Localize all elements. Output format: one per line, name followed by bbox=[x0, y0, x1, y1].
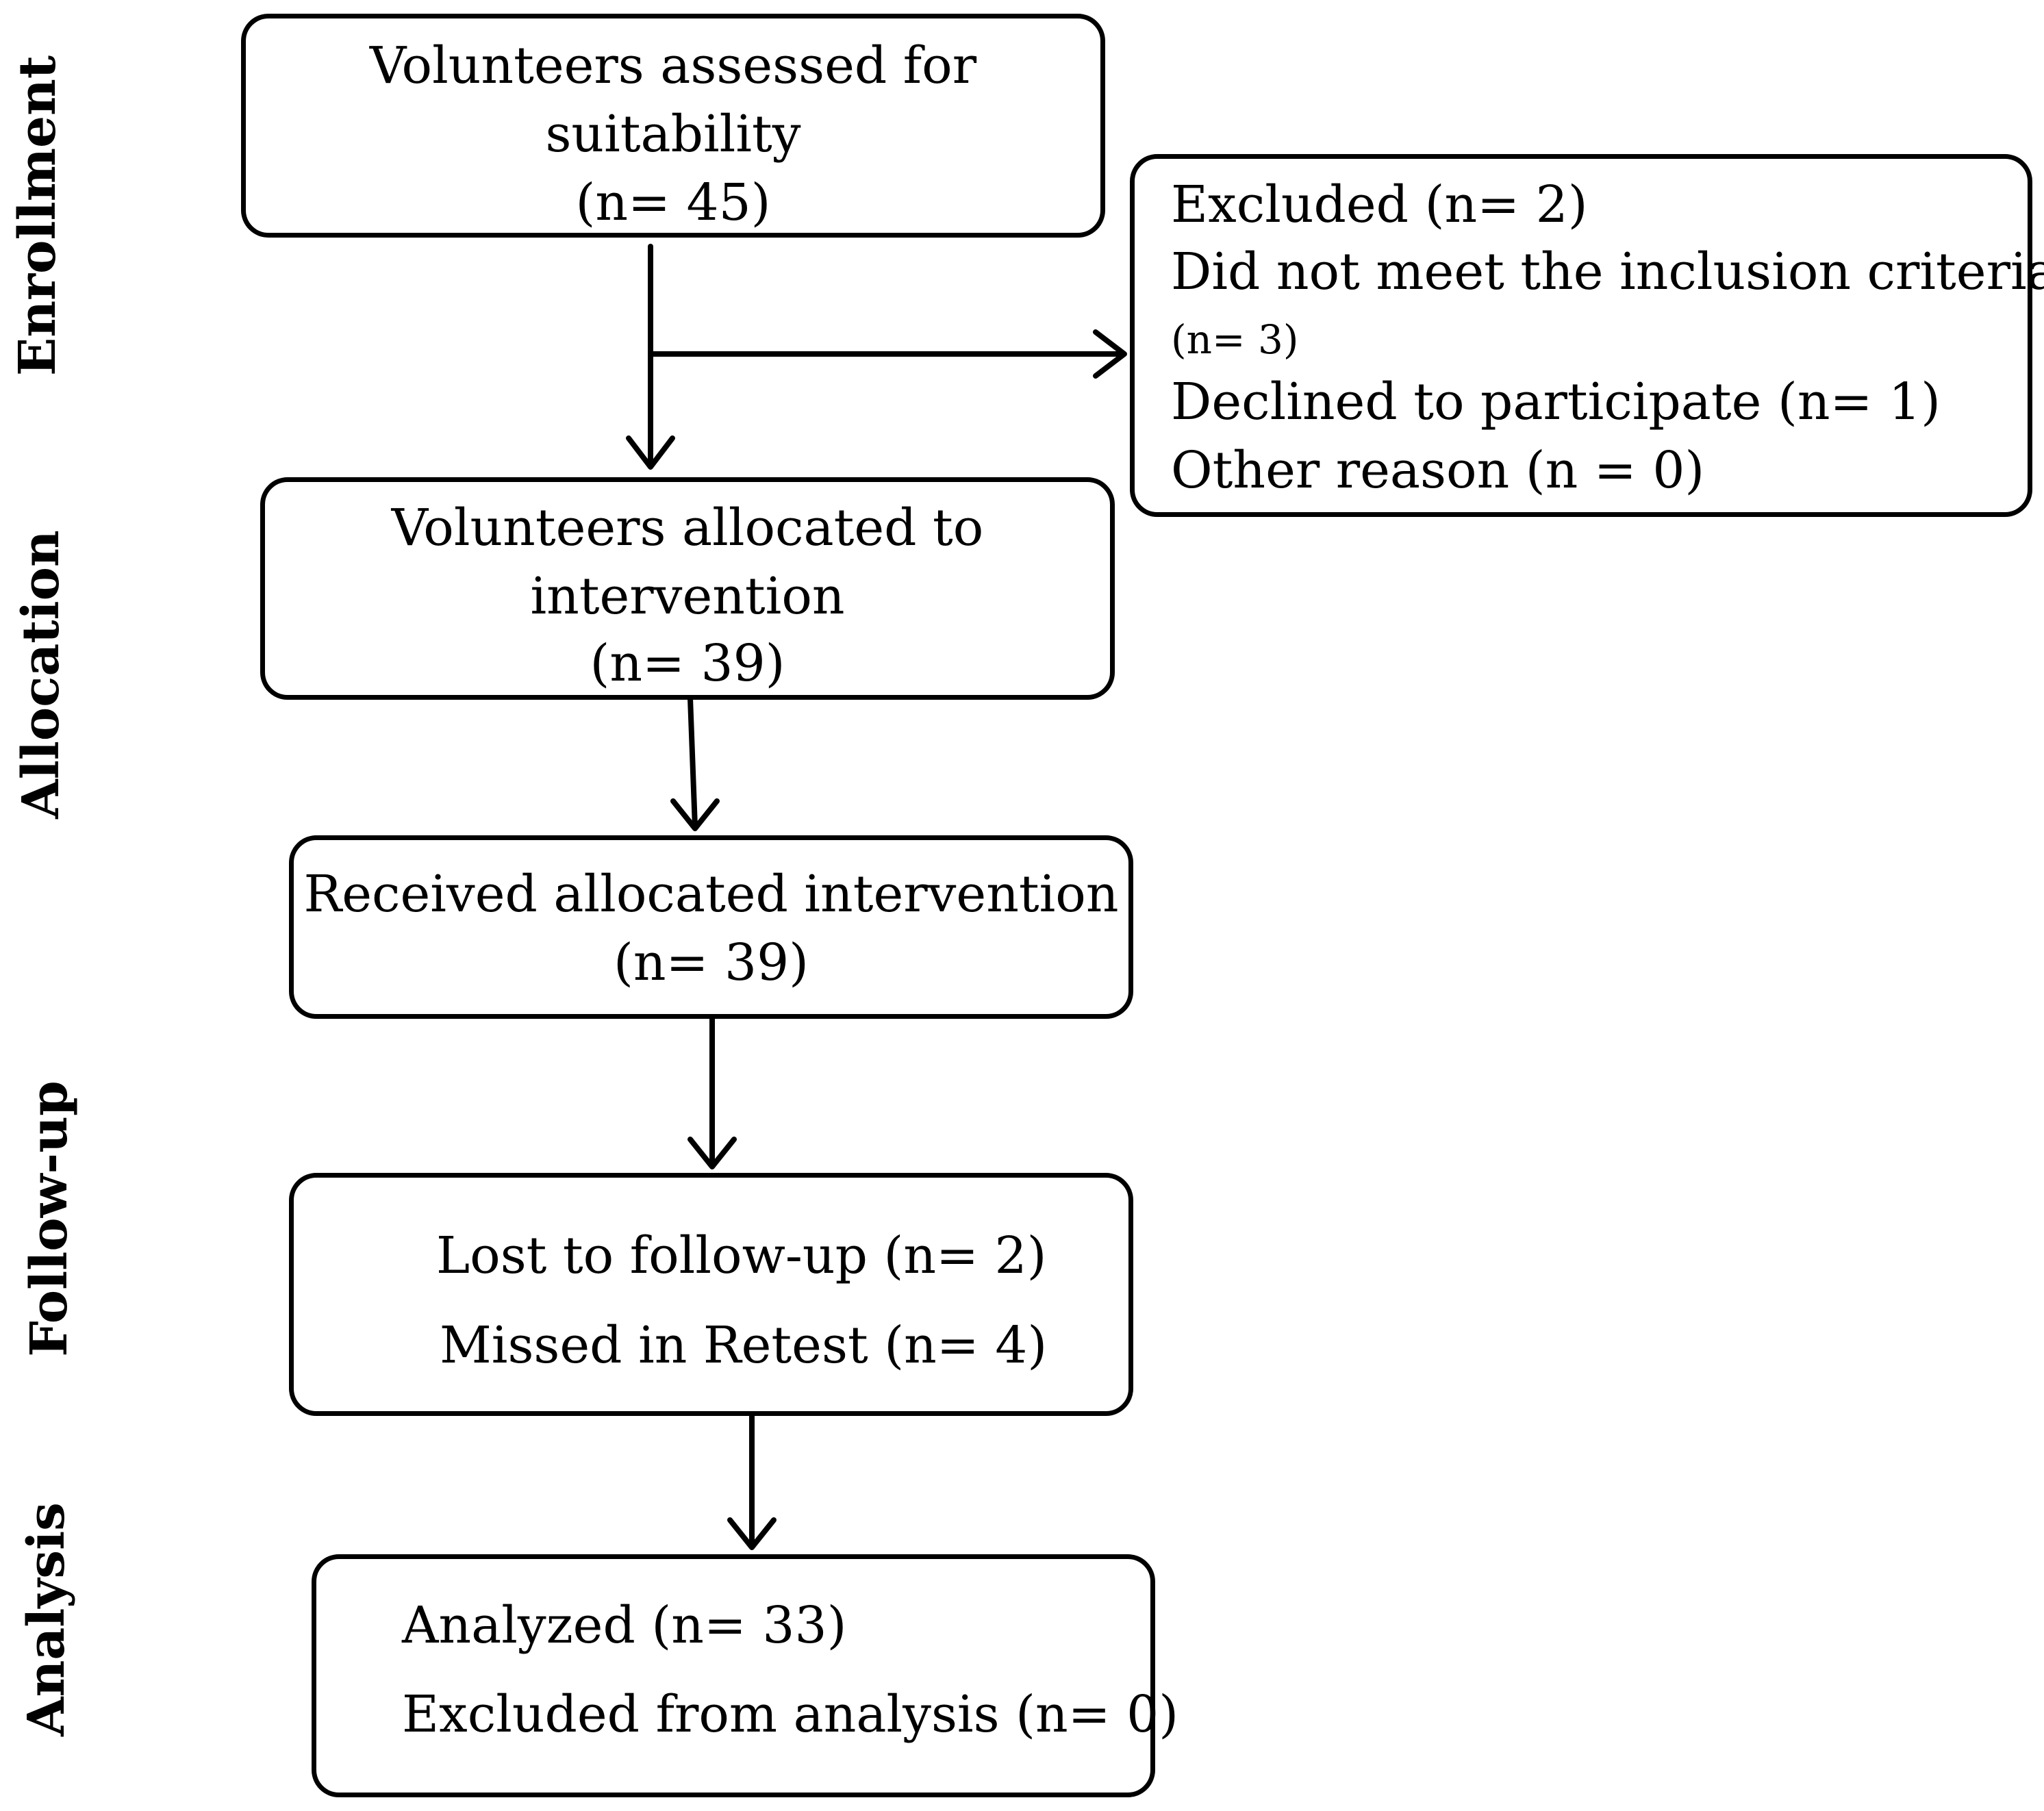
received-line-2: (n= 39) bbox=[613, 933, 809, 992]
assessed-line-2: suitability bbox=[545, 105, 801, 164]
excluded-box: Excluded (n= 2) Did not meet the inclusi… bbox=[1130, 154, 2044, 517]
arrowhead-follow-up-to-analysis bbox=[727, 1517, 777, 1550]
follow-up-line-2: Missed in Retest (n= 4) bbox=[440, 1316, 1048, 1375]
analysis-line-2: Excluded from analysis (n= 0) bbox=[402, 1685, 1179, 1744]
excluded-line-4: Declined to participate (n= 1) bbox=[1171, 372, 1941, 431]
stage-label-allocation: Allocation bbox=[12, 530, 71, 819]
follow-up-box: Lost to follow-up (n= 2) Missed in Retes… bbox=[289, 1173, 1133, 1416]
received-box: Received allocated intervention (n= 39) bbox=[289, 835, 1133, 1019]
excluded-line-1: Excluded (n= 2) bbox=[1171, 175, 1588, 234]
allocated-line-1: Volunteers allocated to bbox=[391, 498, 984, 557]
stage-label-enrollment: Enrollment bbox=[8, 55, 67, 377]
follow-up-line-1: Lost to follow-up (n= 2) bbox=[436, 1226, 1047, 1285]
allocated-line-2: intervention bbox=[530, 567, 845, 626]
assessed-line-3: (n= 45) bbox=[575, 173, 771, 232]
analysis-line-1: Analyzed (n= 33) bbox=[402, 1596, 847, 1655]
analysis-box: Analyzed (n= 33) Excluded from analysis … bbox=[312, 1554, 1178, 1797]
arrowhead-to-excluded bbox=[1093, 329, 1127, 379]
stage-label-analysis: Analysis bbox=[17, 1502, 76, 1736]
excluded-line-2: Did not meet the inclusion criteria bbox=[1171, 242, 2044, 301]
excluded-line-5: Other reason (n = 0) bbox=[1171, 441, 1705, 500]
allocated-line-3: (n= 39) bbox=[590, 634, 785, 693]
allocated-box: Volunteers allocated to intervention (n=… bbox=[260, 477, 1115, 700]
received-line-1: Received allocated intervention bbox=[303, 865, 1119, 924]
stage-label-follow-up: Follow-up bbox=[20, 1080, 79, 1357]
arrow-allocated-to-received bbox=[687, 696, 698, 830]
arrowhead-assessed-to-allocated bbox=[626, 435, 675, 470]
assessed-line-1: Volunteers assessed for bbox=[369, 36, 977, 95]
arrowhead-allocated-to-received bbox=[670, 798, 720, 831]
excluded-line-3: (n= 3) bbox=[1171, 316, 1299, 363]
arrowhead-received-to-follow-up bbox=[687, 1137, 737, 1169]
assessed-box: Volunteers assessed for suitability (n= … bbox=[241, 14, 1105, 238]
